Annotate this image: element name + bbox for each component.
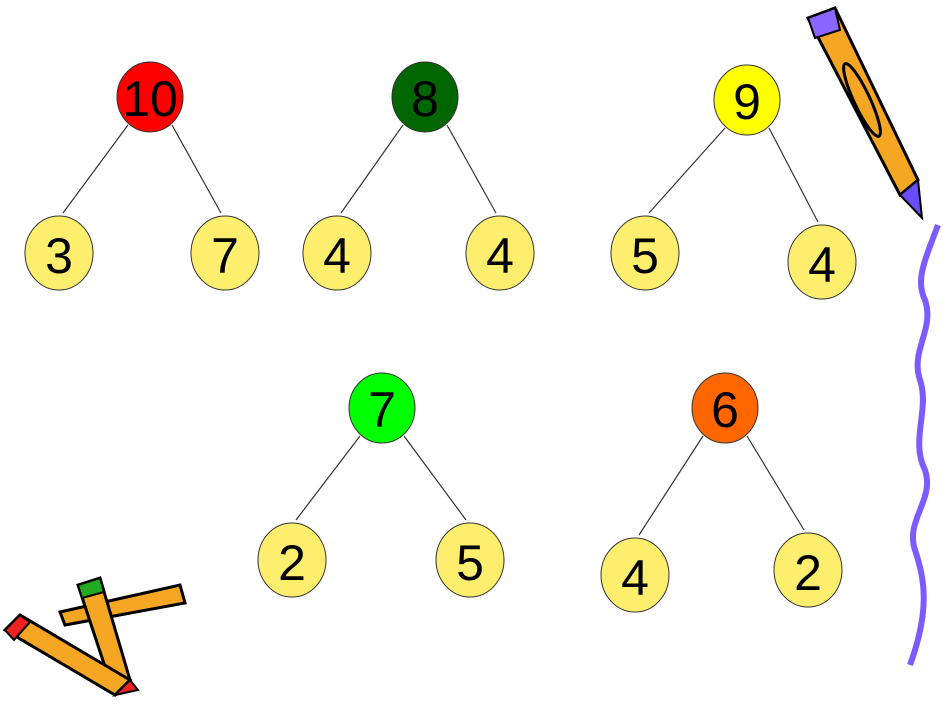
whole-number: 8 [411, 71, 439, 127]
connector-line [746, 435, 805, 531]
connector-line [403, 435, 467, 521]
connector-line [446, 124, 497, 214]
connector-line [171, 124, 222, 214]
part-number: 5 [456, 535, 484, 591]
connector-line [340, 124, 404, 214]
connector-line [62, 124, 129, 214]
part-circle [465, 215, 535, 291]
number-bond-10: 10 3 7 [24, 61, 260, 291]
part-circle [302, 215, 372, 291]
part-number: 3 [45, 228, 73, 284]
number-bond-7: 7 2 5 [257, 372, 505, 598]
number-bond-6: 6 4 2 [600, 372, 843, 613]
whole-number: 10 [122, 71, 178, 127]
connector-line [768, 127, 819, 223]
part-number: 4 [486, 228, 514, 284]
whole-circle [391, 61, 459, 133]
part-number: 4 [808, 237, 836, 293]
part-circle [257, 522, 327, 598]
number-bond-9: 9 5 4 [610, 64, 857, 300]
part-number: 2 [278, 535, 306, 591]
whole-circle [691, 372, 759, 444]
part-circle [190, 215, 260, 291]
part-circle [787, 224, 857, 300]
whole-circle [713, 64, 781, 136]
whole-number: 6 [711, 382, 739, 438]
part-circle [24, 215, 94, 291]
connector-line [295, 435, 361, 521]
squiggle-line [907, 223, 941, 667]
whole-number: 7 [368, 382, 396, 438]
connector-line [638, 435, 704, 536]
part-circle [435, 522, 505, 598]
part-number: 4 [323, 228, 351, 284]
part-circle [610, 215, 680, 291]
whole-circle [116, 61, 184, 133]
whole-number: 9 [733, 74, 761, 130]
crayons-icon [2, 576, 187, 697]
number-bond-8: 8 4 4 [302, 61, 535, 291]
pencil-icon [805, 6, 924, 221]
part-circle [773, 532, 843, 608]
part-number: 5 [631, 228, 659, 284]
part-circle [600, 537, 670, 613]
part-number: 4 [621, 550, 649, 606]
part-number: 7 [211, 228, 239, 284]
connector-line [648, 127, 726, 214]
whole-circle [348, 372, 416, 444]
part-number: 2 [794, 545, 822, 601]
